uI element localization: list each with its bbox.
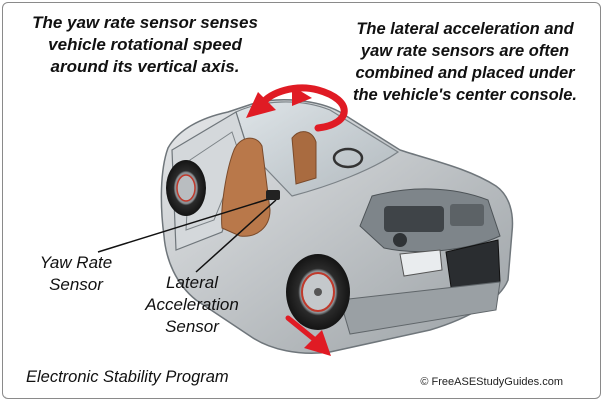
yaw-rotation-arrow — [258, 84, 348, 132]
rear-wheel — [166, 160, 206, 216]
lateral-acceleration-sensor-label: Lateral Acceleration Sensor — [145, 273, 239, 336]
sensor-placement-caption: The lateral acceleration and yaw rate se… — [352, 20, 577, 104]
copyright-notice: © FreeASEStudyGuides.com — [420, 376, 563, 388]
steering-wheel — [332, 147, 364, 169]
lateral-acceleration-pointer — [195, 199, 277, 273]
front-wheel — [286, 254, 350, 330]
yaw-rate-caption: The yaw rate sensor senses vehicle rotat… — [32, 13, 258, 76]
front-seat — [221, 137, 271, 237]
yaw-rate-pointer — [97, 197, 273, 253]
headlight — [399, 249, 443, 277]
yaw-arrowhead — [246, 92, 276, 118]
diagram-title: Electronic Stability Program — [26, 368, 229, 386]
sensor-module — [266, 190, 280, 200]
rear-seat — [291, 131, 317, 185]
yaw-rate-sensor-label: Yaw Rate Sensor — [39, 253, 113, 294]
